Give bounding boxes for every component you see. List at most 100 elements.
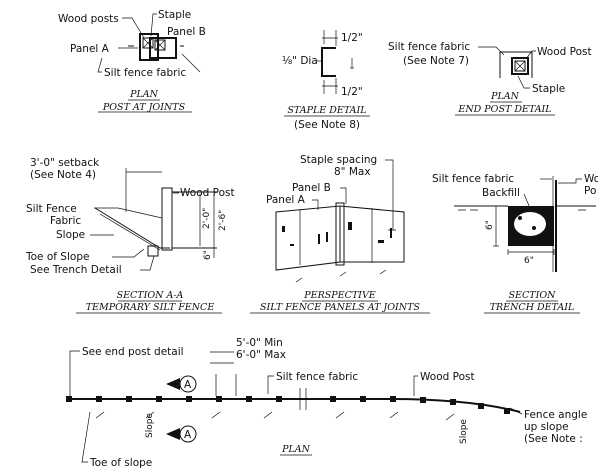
stone — [532, 226, 536, 230]
caption-section-aa: SECTION A-A — [117, 290, 184, 301]
joint-post — [335, 202, 345, 266]
label-staple: Staple — [158, 9, 191, 21]
label-see-note-7: (See Note 7) — [403, 55, 469, 67]
post-joint-graphic — [128, 33, 184, 61]
plan-view: See end post detail 5'-0" Min 6'-0" Max … — [66, 337, 587, 469]
leader-trench — [140, 255, 155, 271]
label-up-slope: up slope — [524, 421, 569, 433]
fabric-texture — [282, 222, 392, 246]
caption-see-note-8: (See Note 8) — [294, 119, 360, 131]
label-wood-posts: Wood posts — [58, 13, 119, 25]
dim-bottom — [507, 249, 555, 255]
section-marker-top: A — [166, 375, 197, 393]
leader-panel-b-persp — [340, 187, 347, 204]
label-silt-fence-fabric-plan: Silt fence fabric — [276, 371, 358, 383]
label-see-trench: See Trench Detail — [30, 264, 122, 276]
label-staple-end: Staple — [532, 83, 565, 95]
dim-inner — [350, 58, 354, 69]
leader-staple-spacing — [385, 159, 396, 231]
label-silt-fence-fabric-end: Silt fence fabric — [388, 41, 470, 53]
label-wood-post-plan: Wood Post — [420, 371, 475, 383]
end-post-cross — [514, 60, 526, 72]
stone — [518, 216, 522, 220]
dim-2ft6: 2'-6" — [218, 210, 228, 231]
label-staple-spacing: Staple spacing — [300, 154, 377, 166]
leader-staple-end — [517, 75, 530, 89]
leader-fabric-end — [478, 46, 505, 56]
leader-fabric-section — [94, 207, 163, 219]
dim-6-bottom: 6" — [524, 256, 534, 266]
leader-toe — [112, 248, 145, 258]
staple-detail: 1/2" 1/2" ⅛" Dia STAPLE DETAIL (See Note… — [282, 30, 370, 131]
section-marker-top-label: A — [184, 379, 192, 391]
label-toe-of-slope-plan: Toe of slope — [89, 457, 152, 469]
label-panel-a: Panel A — [70, 43, 110, 55]
section-marker-bottom-label: A — [184, 429, 192, 441]
leader-end-post — [69, 350, 80, 399]
label-fence-angle: Fence angle — [524, 409, 587, 421]
spacing-dim — [210, 351, 237, 396]
label-post-partial: Po — [584, 185, 596, 197]
slope-line-2 — [99, 213, 161, 251]
caption-trench-detail: TRENCH DETAIL — [490, 302, 575, 313]
leader-backfill — [523, 193, 531, 209]
caption-end-post-detail: END POST DETAIL — [457, 104, 551, 115]
dia-label: ⅛" Dia — [282, 55, 318, 67]
label-toe-of-slope: Toe of Slope — [25, 251, 89, 263]
label-slope-right: Slope — [459, 419, 469, 444]
dim-bottom-lines — [322, 78, 338, 94]
label-backfill: Backfill — [482, 187, 520, 199]
dim-6-side: 6" — [485, 220, 495, 230]
leader-toe-plan — [81, 411, 91, 463]
plan-end-post-detail: Silt fence fabric (See Note 7) Wood Post… — [388, 41, 592, 116]
caption-plan-bottom: PLAN — [281, 444, 311, 455]
dim-top: 1/2" — [341, 32, 363, 44]
caption-staple-detail: STAPLE DETAIL — [287, 105, 366, 116]
dim-6in: 6" — [203, 250, 213, 260]
label-silt-fence: Silt Fence — [26, 203, 77, 215]
label-slope-left: Slope — [145, 413, 155, 438]
backfill-stones — [514, 212, 546, 236]
leader-fence-angle — [509, 407, 523, 415]
leader-wood-post-end — [525, 50, 536, 60]
label-see-end-post: See end post detail — [82, 346, 184, 358]
label-min-spacing: 5'-0" Min — [236, 337, 283, 349]
caption-perspective: PERSPECTIVE — [303, 290, 376, 301]
fabric-wrap — [499, 51, 533, 78]
label-panel-a-persp: Panel A — [266, 194, 306, 206]
dim-side — [493, 205, 499, 247]
label-see-note-plan: (See Note : — [524, 433, 583, 445]
caption-panels-at-joints: SILT FENCE PANELS AT JOINTS — [260, 302, 420, 313]
leader-fabric-plan — [267, 375, 274, 394]
label-setback-note: (See Note 4) — [30, 169, 96, 181]
ground-arrows — [295, 269, 387, 283]
break-lines — [299, 388, 307, 410]
trench-mini — [147, 245, 159, 257]
slope-arrows — [95, 411, 455, 421]
label-slope: Slope — [56, 229, 85, 241]
perspective-view: Staple spacing 8" Max Panel B Panel A PE… — [250, 154, 430, 314]
caption-temporary-silt-fence: TEMPORARY SILT FENCE — [86, 302, 215, 313]
section-marker-bottom: A — [166, 425, 197, 443]
dim-2ft: 2'-0" — [202, 208, 212, 229]
leader-wood-post-trench — [558, 178, 582, 184]
trench-detail: 6" 6" Silt fence fabric Backfill Wo Po S… — [432, 173, 598, 314]
label-8in-max: 8" Max — [334, 166, 371, 178]
label-wood-post-partial: Wo — [584, 173, 598, 185]
label-silt-fence-fabric: Silt fence fabric — [104, 67, 186, 79]
panel-a-shape — [275, 205, 341, 271]
leader-staple — [150, 13, 157, 37]
label-silt-fence-fabric-trench: Silt fence fabric — [432, 173, 514, 185]
leader-wood-post-plan — [413, 375, 418, 396]
panel-posts — [299, 208, 405, 265]
label-fabric: Fabric — [50, 215, 81, 227]
label-wood-post-end: Wood Post — [537, 46, 592, 58]
fence-outline — [172, 191, 217, 249]
caption-plan: PLAN — [129, 89, 159, 100]
leader-panel-a-persp — [312, 199, 319, 210]
dim-lines — [199, 194, 215, 258]
label-panel-b: Panel B — [167, 26, 206, 38]
end-post-square — [511, 57, 529, 75]
